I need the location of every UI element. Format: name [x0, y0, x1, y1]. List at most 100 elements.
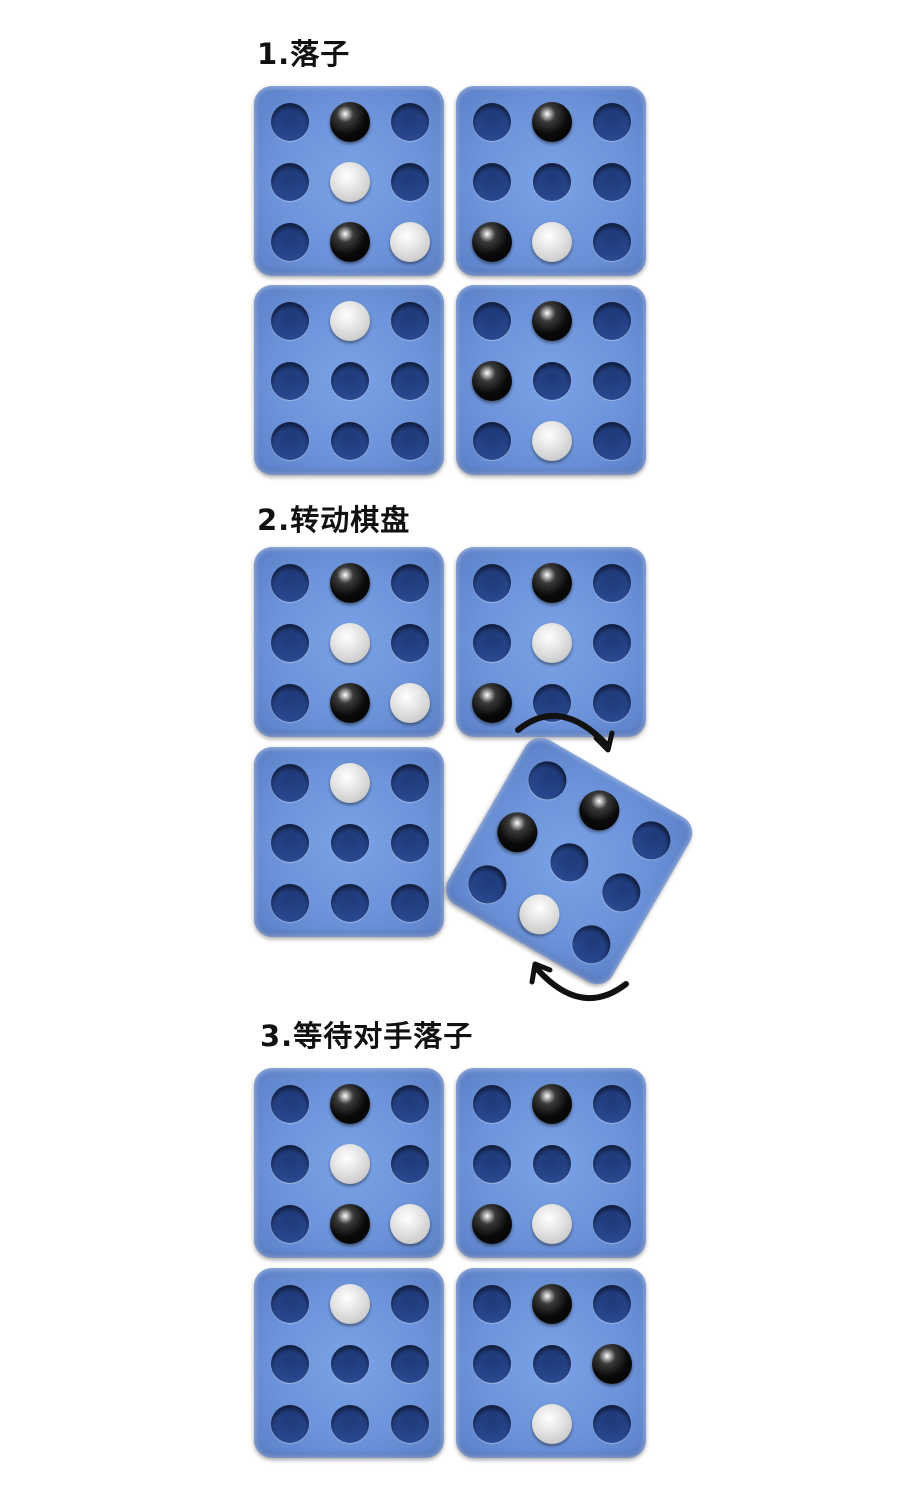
board-hole[interactable] [595, 866, 648, 919]
black-stone [330, 222, 370, 262]
board-hole[interactable] [473, 422, 511, 460]
board-hole[interactable] [271, 824, 309, 862]
board-hole[interactable] [533, 362, 571, 400]
white-stone [330, 301, 370, 341]
board-hole[interactable] [271, 684, 309, 722]
board-hole[interactable] [593, 624, 631, 662]
black-stone [532, 102, 572, 142]
black-stone [472, 222, 512, 262]
black-stone [472, 683, 512, 723]
board-hole[interactable] [271, 223, 309, 261]
black-stone [532, 1284, 572, 1324]
white-stone [512, 887, 567, 942]
board-hole[interactable] [473, 1085, 511, 1123]
board-hole[interactable] [593, 1145, 631, 1183]
board-hole[interactable] [391, 422, 429, 460]
board-hole[interactable] [473, 103, 511, 141]
board-hole[interactable] [331, 362, 369, 400]
board-hole[interactable] [625, 814, 678, 867]
board-hole[interactable] [271, 362, 309, 400]
board-hole[interactable] [521, 754, 574, 807]
black-stone [472, 361, 512, 401]
board-hole[interactable] [533, 1145, 571, 1183]
board-hole[interactable] [593, 1285, 631, 1323]
board-hole[interactable] [593, 684, 631, 722]
board-hole[interactable] [271, 302, 309, 340]
board-hole[interactable] [391, 103, 429, 141]
black-stone [472, 1204, 512, 1244]
board-hole[interactable] [473, 1345, 511, 1383]
board-hole[interactable] [271, 103, 309, 141]
board-step1-bottom-right [456, 285, 646, 475]
board-hole[interactable] [331, 1345, 369, 1383]
board-hole[interactable] [271, 422, 309, 460]
board-hole[interactable] [331, 824, 369, 862]
black-stone [330, 1204, 370, 1244]
white-stone [532, 421, 572, 461]
black-stone [330, 563, 370, 603]
board-hole[interactable] [473, 302, 511, 340]
board-hole[interactable] [593, 223, 631, 261]
board-hole[interactable] [271, 764, 309, 802]
white-stone [390, 222, 430, 262]
board-step3-top-left [254, 1068, 444, 1258]
board-hole[interactable] [391, 1405, 429, 1443]
board-hole[interactable] [473, 564, 511, 602]
black-stone [330, 683, 370, 723]
white-stone [330, 623, 370, 663]
board-hole[interactable] [331, 884, 369, 922]
board-hole[interactable] [271, 163, 309, 201]
board-hole[interactable] [533, 1345, 571, 1383]
board-hole[interactable] [391, 302, 429, 340]
black-stone [532, 1084, 572, 1124]
board-hole[interactable] [391, 564, 429, 602]
board-hole[interactable] [593, 1085, 631, 1123]
board-hole[interactable] [391, 1085, 429, 1123]
board-hole[interactable] [271, 884, 309, 922]
board-hole[interactable] [271, 1205, 309, 1243]
board-hole[interactable] [543, 836, 596, 889]
board-hole[interactable] [473, 1145, 511, 1183]
board-hole[interactable] [593, 1205, 631, 1243]
board-hole[interactable] [473, 624, 511, 662]
board-hole[interactable] [271, 564, 309, 602]
board-hole[interactable] [593, 362, 631, 400]
black-stone [572, 783, 627, 838]
board-hole[interactable] [473, 1285, 511, 1323]
board-hole[interactable] [593, 302, 631, 340]
board-hole[interactable] [391, 764, 429, 802]
board-hole[interactable] [593, 422, 631, 460]
board-hole[interactable] [391, 1285, 429, 1323]
board-step2-top-left [254, 547, 444, 737]
board-hole[interactable] [461, 858, 514, 911]
board-hole[interactable] [391, 624, 429, 662]
board-hole[interactable] [473, 163, 511, 201]
board-step3-bottom-right [456, 1268, 646, 1458]
board-hole[interactable] [271, 624, 309, 662]
board-hole[interactable] [391, 1145, 429, 1183]
board-hole[interactable] [271, 1285, 309, 1323]
board-hole[interactable] [533, 163, 571, 201]
white-stone [532, 623, 572, 663]
board-hole[interactable] [473, 1405, 511, 1443]
white-stone [330, 1144, 370, 1184]
board-hole[interactable] [391, 824, 429, 862]
board-hole[interactable] [593, 1405, 631, 1443]
board-hole[interactable] [593, 103, 631, 141]
step-2-title: 2.转动棋盘 [257, 503, 411, 537]
board-hole[interactable] [391, 362, 429, 400]
board-hole[interactable] [391, 163, 429, 201]
board-step2-top-right [456, 547, 646, 737]
board-hole[interactable] [391, 1345, 429, 1383]
board-hole[interactable] [271, 1405, 309, 1443]
board-hole[interactable] [593, 163, 631, 201]
board-hole[interactable] [331, 422, 369, 460]
white-stone [390, 683, 430, 723]
board-hole[interactable] [271, 1345, 309, 1383]
board-hole[interactable] [593, 564, 631, 602]
board-hole[interactable] [391, 884, 429, 922]
board-step1-bottom-left [254, 285, 444, 475]
board-hole[interactable] [331, 1405, 369, 1443]
board-hole[interactable] [271, 1145, 309, 1183]
board-hole[interactable] [271, 1085, 309, 1123]
